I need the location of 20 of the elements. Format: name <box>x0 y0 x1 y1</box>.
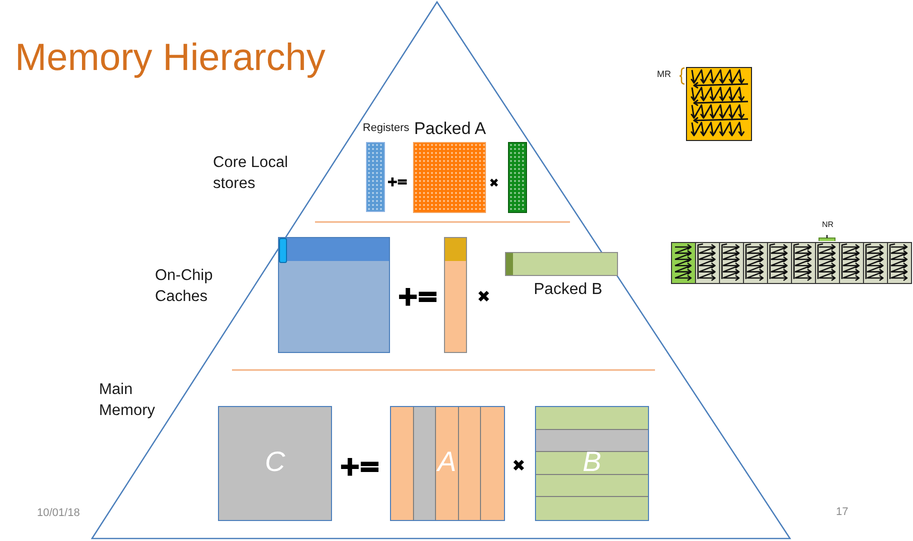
plus-equals-operator: += <box>387 176 407 189</box>
slide-title: Memory Hierarchy <box>15 36 326 80</box>
matrix-letter: C <box>264 446 286 478</box>
date-text: 10/01/18 <box>37 508 80 519</box>
multiply-operator: ✖ <box>477 289 490 305</box>
level-label: On-Chip Caches <box>155 266 214 307</box>
matrix-letter: A <box>438 446 456 478</box>
matrix-caption: Packed B <box>534 280 602 300</box>
dimension-label: MR <box>657 70 671 79</box>
matrix-letter: B <box>582 446 602 478</box>
matrix-caption: Registers <box>362 122 410 136</box>
matrix-caption: Packed A <box>414 119 486 140</box>
level-label: Main Memory <box>99 380 156 421</box>
multiply-operator: ✖ <box>489 177 500 189</box>
plus-equals-operator: += <box>397 284 437 310</box>
level-label: Core Local stores <box>213 153 289 194</box>
multiply-operator: ✖ <box>512 458 526 474</box>
page-number: 17 <box>836 507 848 518</box>
dimension-label: NR <box>822 221 834 229</box>
plus-equals-operator: += <box>339 454 379 480</box>
